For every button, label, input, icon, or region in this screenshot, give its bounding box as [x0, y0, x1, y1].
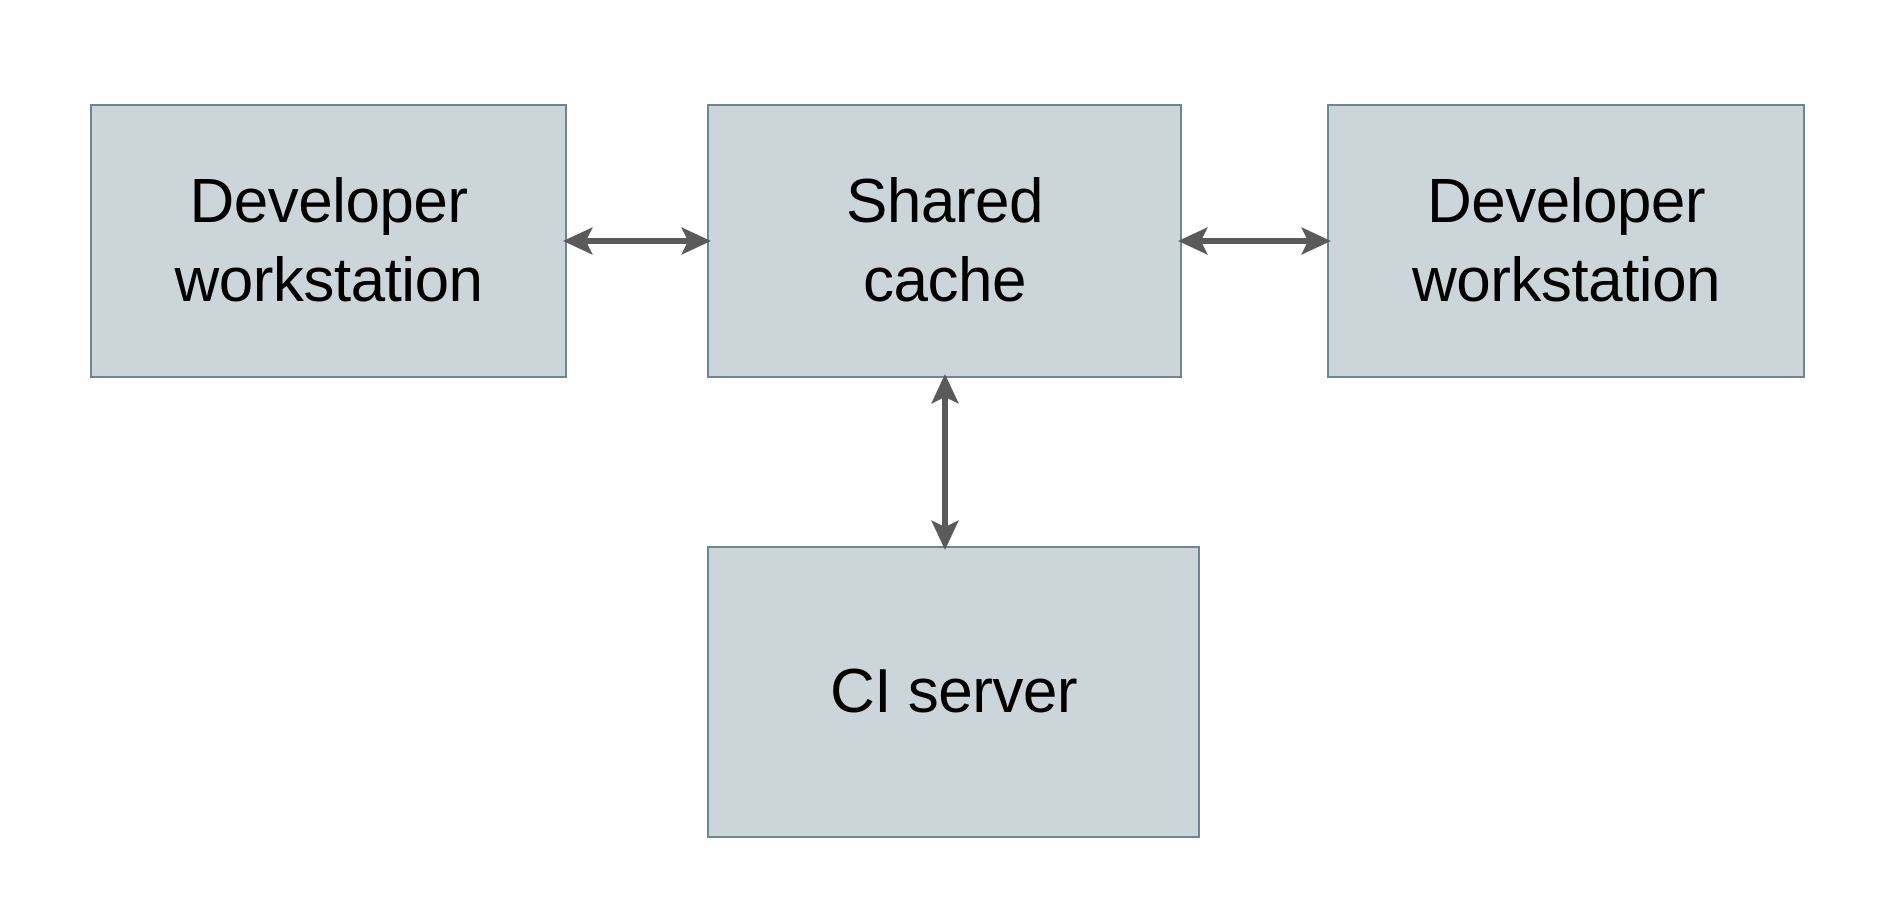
- node-label: Developer workstation: [1411, 166, 1721, 315]
- edge-developer-left-to-shared-cache: [563, 218, 711, 264]
- node-label: Shared cache: [846, 166, 1043, 315]
- node-label: CI server: [830, 657, 1077, 727]
- bidirectional-arrow-icon: [931, 374, 959, 550]
- node-label: Developer workstation: [174, 166, 483, 315]
- edge-shared-cache-to-developer-right: [1178, 218, 1331, 264]
- edge-shared-cache-to-ci-server: [922, 374, 968, 550]
- node-developer-workstation-right[interactable]: Developer workstation: [1327, 104, 1805, 378]
- node-ci-server[interactable]: CI server: [707, 546, 1200, 838]
- node-shared-cache[interactable]: Shared cache: [707, 104, 1182, 378]
- node-developer-workstation-left[interactable]: Developer workstation: [90, 104, 567, 378]
- bidirectional-arrow-icon: [563, 227, 711, 255]
- bidirectional-arrow-icon: [1178, 227, 1331, 255]
